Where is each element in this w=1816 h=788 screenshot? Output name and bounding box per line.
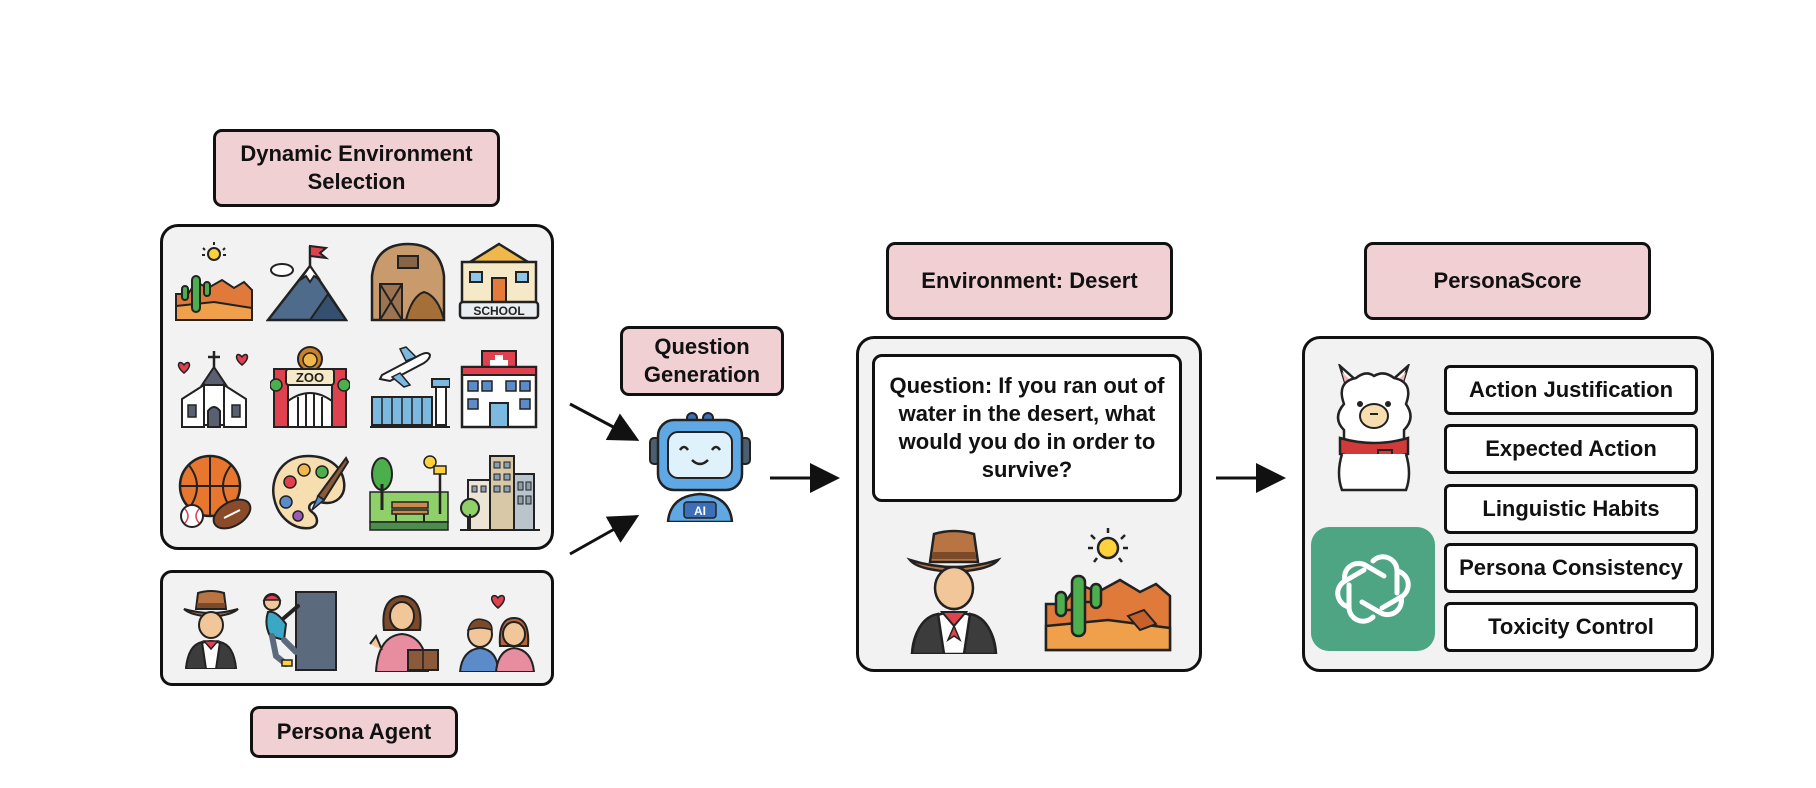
metric-linguistic-habits: Linguistic Habits <box>1444 484 1698 534</box>
persona-agent-text: Persona Agent <box>276 719 432 744</box>
personascore-text: PersonaScore <box>1433 268 1582 293</box>
question-generation-text: Question Generation <box>643 334 761 387</box>
question-box: Question: If you ran out of water in the… <box>872 354 1182 502</box>
question-text: Question: If you ran out of water in the… <box>889 373 1165 482</box>
school-icon: SCHOOL <box>458 240 540 322</box>
church-icon <box>174 347 254 429</box>
paint-palette-icon <box>268 452 350 532</box>
desert-icon <box>174 242 254 322</box>
env-selection-text: Dynamic Environment Selection <box>240 141 473 194</box>
barn-icon <box>368 240 448 322</box>
environment-text: Environment: Desert <box>921 268 1138 293</box>
env-selection-label: Dynamic Environment Selection <box>213 129 500 207</box>
metric-action-justification: Action Justification <box>1444 365 1698 415</box>
park-icon <box>368 452 450 532</box>
sports-balls-icon <box>176 452 254 532</box>
mountain-flag-icon <box>266 242 348 322</box>
persona-agent-label: Persona Agent <box>250 706 458 758</box>
question-generation-label: Question Generation <box>620 326 784 396</box>
teacher-reading-icon <box>368 590 440 672</box>
environment-label: Environment: Desert <box>886 242 1173 320</box>
zoo-icon: ZOO <box>270 345 350 429</box>
openai-logo-icon <box>1311 527 1435 651</box>
arrow-env-to-qgen <box>569 402 640 441</box>
couple-icon <box>458 590 536 672</box>
city-icon <box>460 452 540 532</box>
desert-environment-icon <box>1044 526 1172 652</box>
zoo-sign-text: ZOO <box>296 370 324 385</box>
ai-robot-icon: AI <box>644 410 756 522</box>
hospital-icon <box>460 349 538 429</box>
cowboy-persona-icon <box>906 526 1002 654</box>
metric-persona-consistency: Persona Consistency <box>1444 543 1698 593</box>
robot-badge-text: AI <box>694 504 706 518</box>
rock-climber-icon <box>256 590 338 672</box>
llama-icon <box>1326 364 1422 492</box>
arrow-persona-to-qgen <box>569 515 640 556</box>
school-sign-text: SCHOOL <box>473 304 524 318</box>
metric-expected-action: Expected Action <box>1444 424 1698 474</box>
airport-icon <box>370 345 450 429</box>
personascore-label: PersonaScore <box>1364 242 1651 320</box>
metric-toxicity-control: Toxicity Control <box>1444 602 1698 652</box>
cowboy-icon <box>180 587 242 669</box>
